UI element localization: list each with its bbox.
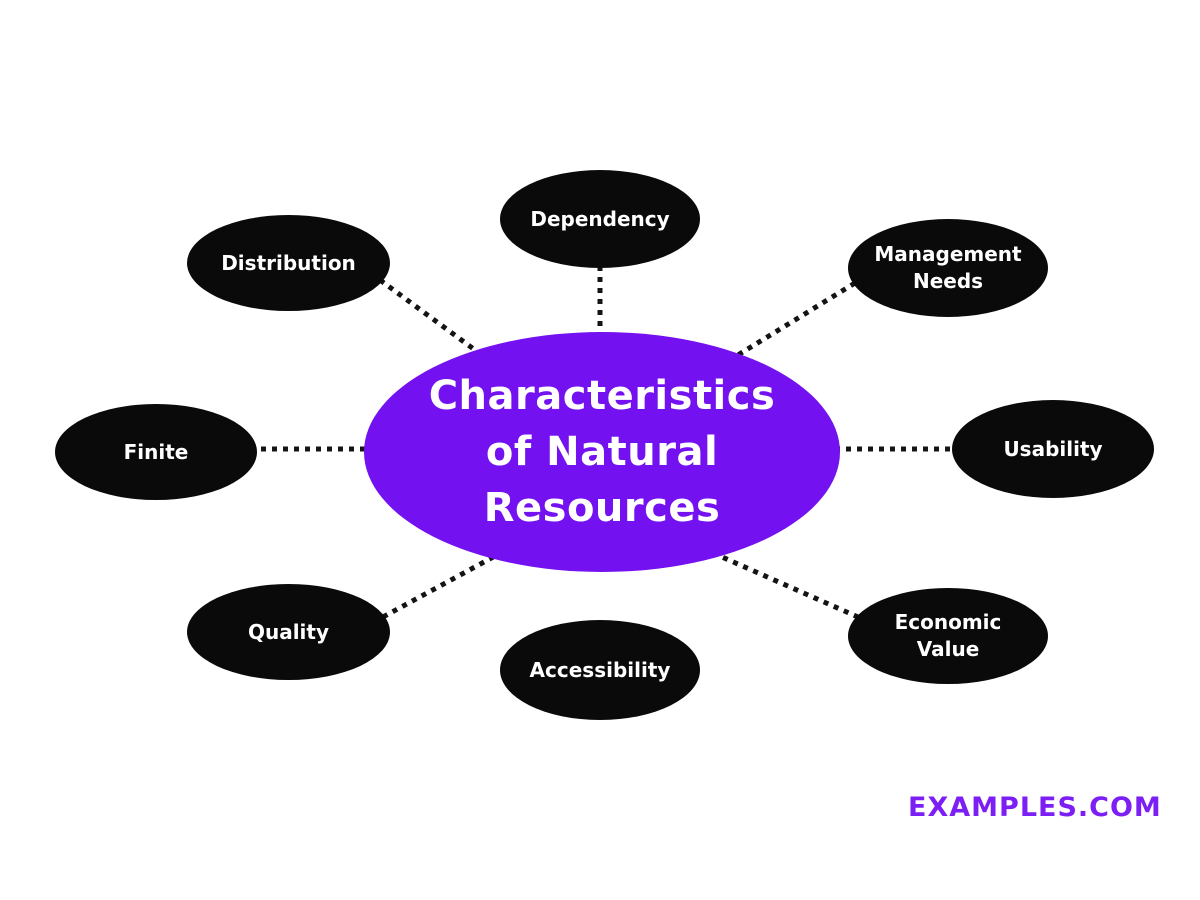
node-distribution: Distribution xyxy=(187,215,390,311)
center-node-title-line-1: Characteristics xyxy=(428,373,776,419)
node-economic-value-label: Economic Value xyxy=(894,610,1002,661)
node-finite: Finite xyxy=(55,404,257,500)
brand-watermark: EXAMPLES.COM xyxy=(908,792,1162,823)
node-quality: Quality xyxy=(187,584,390,680)
node-finite-label: Finite xyxy=(123,439,189,464)
connector-economic-value xyxy=(711,550,860,620)
center-node-title-line-3: Resources xyxy=(483,485,721,531)
node-usability: Usability xyxy=(952,400,1154,498)
node-management-needs-label: Management Needs xyxy=(874,242,1022,293)
node-usability-label: Usability xyxy=(1003,436,1103,461)
node-distribution-label: Distribution xyxy=(221,250,356,275)
connector-quality xyxy=(381,553,497,620)
center-node-title-line-2: of Natural xyxy=(485,429,719,475)
node-economic-value: Economic Value xyxy=(848,588,1048,684)
node-quality-label: Quality xyxy=(247,619,330,644)
node-dependency-label: Dependency xyxy=(530,206,670,231)
center-node: Characteristics of Natural Resources xyxy=(364,332,840,572)
connector-distribution xyxy=(378,277,477,353)
node-management-needs: Management Needs xyxy=(848,219,1048,317)
node-dependency: Dependency xyxy=(500,170,700,268)
node-accessibility: Accessibility xyxy=(500,620,700,720)
connector-management-needs xyxy=(736,280,857,358)
node-accessibility-label: Accessibility xyxy=(529,657,671,682)
